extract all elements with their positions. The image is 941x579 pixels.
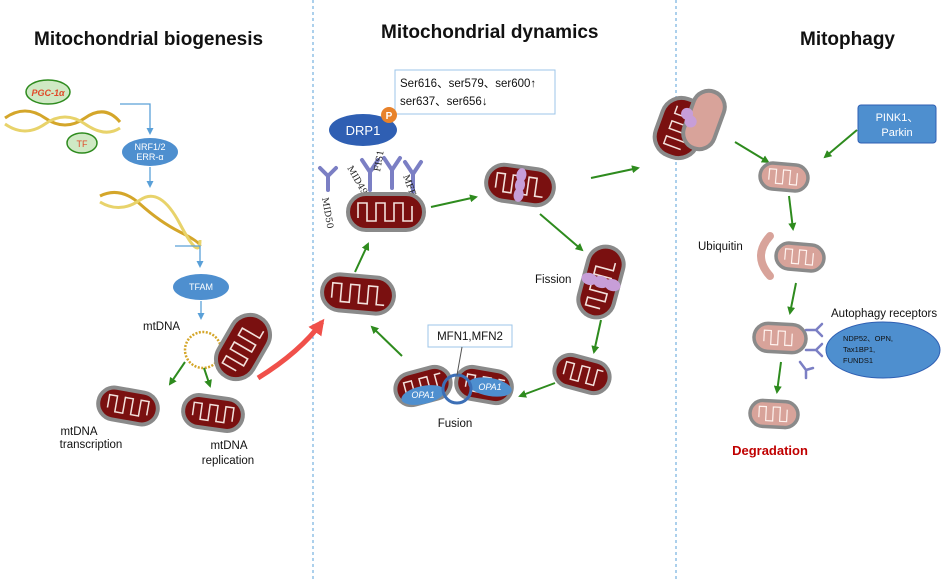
replication-label-line1: mtDNA [210, 440, 247, 452]
phospho-sites-line2: ser637、ser656↓ [400, 96, 488, 108]
arrow-to-degradation [773, 361, 782, 394]
mitochondrion-constricting [484, 162, 556, 208]
fission-label: Fission [535, 274, 571, 286]
autophagy-receptor-forks [798, 322, 824, 380]
mitochondrion-transcription [96, 385, 160, 427]
pgc1a-bubble [25, 79, 71, 105]
receptors-line1: NDP52、OPN, [843, 334, 893, 343]
dynamics-title: Mitochondrial dynamics [381, 22, 598, 43]
arrow-to-dynamics [256, 318, 325, 381]
arrow-to-mitophagy [590, 165, 640, 179]
arrow-to-fission-start [430, 194, 478, 208]
arrow-dividing-to-damaged [734, 141, 770, 164]
mfn-box [427, 324, 513, 348]
arrow-fission-down [591, 319, 602, 354]
opa1-left-label: OPA1 [411, 390, 434, 400]
arrow-damaged-down [788, 195, 797, 231]
mitochondrion-biogenesis-large [214, 312, 272, 382]
pink1-parkin-box [857, 104, 937, 144]
mitochondrion-receptor-bound [752, 321, 808, 355]
mitochondrion-ubiquitinated [774, 241, 826, 273]
arrow-to-tfam [175, 245, 204, 268]
receptors-line2: Tax1BP1, [843, 345, 875, 354]
phospho-sites-box [394, 69, 556, 115]
opa1-right-label: OPA1 [478, 382, 501, 392]
arrow-pink-to-damaged [823, 129, 858, 159]
transcription-label-line2: transcription [60, 439, 123, 451]
arrow-to-replication [203, 367, 212, 388]
mfn-label: MFN1,MFN2 [437, 331, 503, 343]
phospho-badge-label: P [386, 111, 393, 122]
phospho-badge [381, 107, 397, 123]
opa1-left-pill [401, 385, 445, 405]
dna-helix-middle [99, 190, 202, 250]
nrf-label-line2: ERR-α [136, 152, 163, 162]
mitochondrion-merged [320, 272, 396, 316]
fusion-label: Fusion [438, 418, 473, 430]
arrow-to-fission [539, 213, 584, 252]
autophagy-receptors-title: Autophagy receptors [831, 308, 937, 320]
degradation-label: Degradation [732, 443, 808, 458]
arrow-to-transcription [168, 361, 186, 386]
pgc1a-label: PGC-1α [31, 88, 65, 98]
nrf-label-line1: NRF1/2 [134, 142, 165, 152]
fis1-label: FIS1 [373, 149, 387, 172]
tf-label: TF [77, 139, 88, 149]
mitochondrion-dynamics-receptors [346, 192, 426, 232]
arrow-merged-up [354, 242, 370, 273]
drp1-label: DRP1 [346, 123, 381, 138]
biogenesis-title: Mitochondrial biogenesis [34, 29, 263, 50]
tfam-pill [173, 274, 229, 300]
mitochondrion-daughter [552, 352, 612, 396]
replication-label-line2: replication [202, 455, 254, 467]
nrf-pill [122, 138, 178, 166]
autophagy-receptors-pill [825, 321, 941, 379]
opa1-right-pill [468, 377, 512, 397]
drp1-bubble [329, 114, 397, 146]
pink1-parkin-line1: PINK1、 [876, 112, 919, 124]
mfn-pointer [456, 346, 463, 376]
ubiquitin-arc [757, 232, 774, 280]
arrow-to-fusion [518, 382, 556, 398]
phospho-sites-line1: Ser616、ser579、ser600↑ [400, 78, 536, 90]
receptors-line3: FUNDS1 [843, 356, 873, 365]
dna-helix-top [4, 109, 122, 134]
pink1-parkin-line2: Parkin [881, 127, 912, 139]
mitochondrion-replication [181, 393, 245, 433]
mitochondrion-dividing-pale [681, 88, 727, 152]
tf-bubble [66, 132, 98, 154]
transcription-label-line1: mtDNA [60, 426, 97, 438]
mid50-label: MID50 [319, 197, 334, 230]
mitochondrion-degraded [748, 398, 800, 430]
mitophagy-title: Mitophagy [800, 29, 895, 50]
mitochondrion-fission [576, 244, 626, 320]
mitochondrion-damaged [758, 161, 810, 193]
tfam-label: TFAM [189, 282, 213, 292]
arrow-ubiquitinated-down [787, 282, 797, 315]
ubiquitin-label: Ubiquitin [698, 241, 743, 253]
mtdna-label: mtDNA [143, 321, 180, 333]
arrow-to-nrf [120, 103, 154, 135]
arrow-fusion-to-merged [370, 325, 403, 357]
receptor-forks [318, 156, 423, 194]
